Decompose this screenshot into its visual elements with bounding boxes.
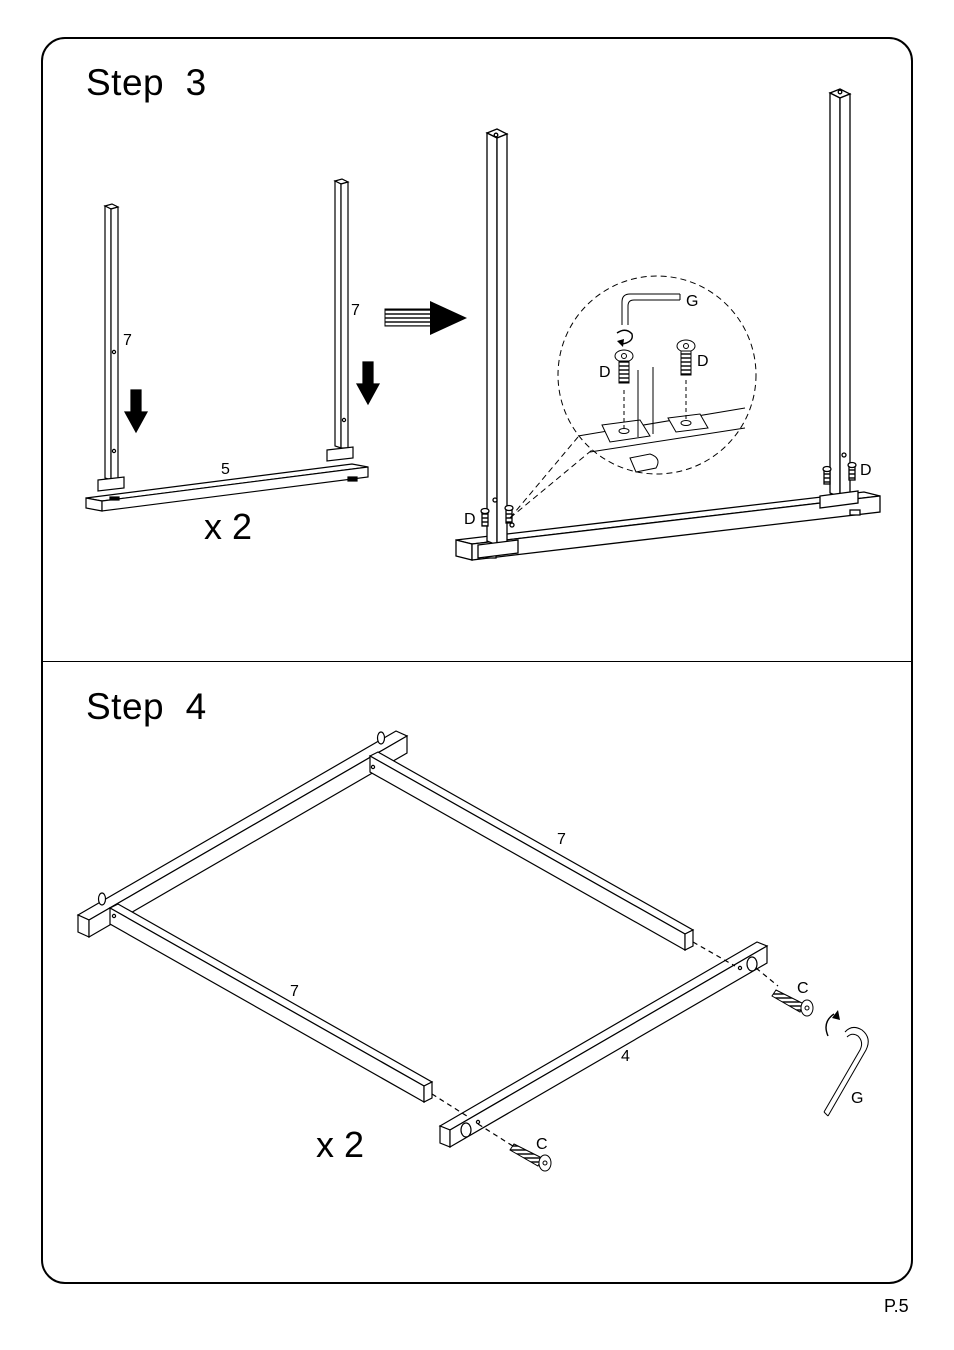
part-label-5: 5 (221, 461, 230, 478)
bolt-d-icon (848, 463, 856, 481)
bolt-d-icon (481, 509, 489, 527)
post-7-left (98, 204, 124, 491)
part-label-7-right: 7 (351, 302, 360, 319)
rail-7-front (110, 904, 432, 1102)
hardware-label-c: C (536, 1136, 548, 1153)
bolt-d-icon (823, 467, 831, 485)
part-label-7-back: 7 (557, 831, 566, 848)
post-7-assembled-right (820, 89, 858, 508)
hardware-label-g: G (686, 293, 698, 310)
post-7-assembled-left (478, 129, 518, 558)
rail-5-assembled (456, 492, 880, 560)
rail-top (78, 731, 407, 937)
part-label-7-left: 7 (123, 332, 132, 349)
hardware-label-g: G (851, 1090, 863, 1107)
post-7-right (327, 179, 353, 461)
hardware-label-d: D (860, 462, 872, 479)
step4-frame-assembly (78, 731, 778, 1148)
detail-callout (510, 276, 756, 518)
bolt-d-icon (505, 506, 513, 524)
arrow-right-icon (385, 301, 467, 335)
part-label-7-front: 7 (290, 983, 299, 1000)
hardware-label-c: C (797, 980, 809, 997)
rail-7-back (370, 752, 693, 950)
hardware-label-d: D (697, 353, 709, 370)
rail-4 (440, 942, 767, 1147)
arrow-down-icon (357, 362, 379, 404)
hardware-label-d: D (464, 511, 476, 528)
part-label-4: 4 (621, 1048, 630, 1065)
hardware-label-d: D (599, 364, 611, 381)
arrow-down-icon (125, 390, 147, 432)
